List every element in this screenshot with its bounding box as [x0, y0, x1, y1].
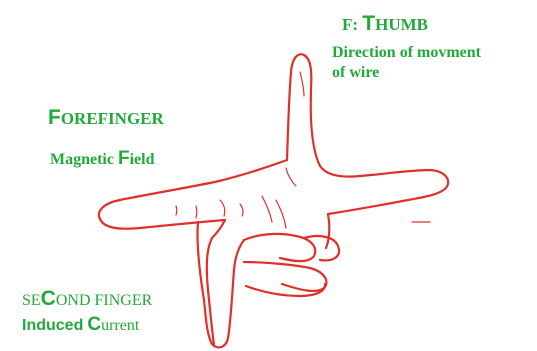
forefinger-desc-pre: Magnetic	[50, 151, 118, 168]
palm-inner-outline	[207, 220, 225, 345]
forefinger-description: Magnetic Field	[50, 149, 154, 168]
second-finger-desc-rest: urrent	[101, 317, 139, 334]
thumb-prefix: F:	[342, 15, 362, 34]
forefinger-title: FOREFINGER	[48, 107, 164, 128]
forefinger-rest: OREFINGER	[61, 109, 164, 128]
second-finger-desc-word: Induced	[22, 317, 83, 334]
thumb-desc-line1: Direction of movment	[332, 44, 481, 61]
palm-edge-outline	[326, 214, 329, 248]
second-finger-desc-initial: C	[87, 314, 101, 335]
little-finger-outline	[244, 262, 326, 291]
thumb-initial: T	[362, 12, 375, 35]
thumb-description: Direction of movment of wire	[332, 43, 537, 83]
second-finger-title: SECOND FINGER	[22, 288, 152, 309]
second-finger-outline	[197, 222, 244, 347]
thumb-desc-line2: of wire	[332, 64, 379, 81]
thumb-rest: HUMB	[375, 15, 428, 34]
second-finger-description: Induced Current	[22, 315, 139, 334]
thumb-title: F: THUMB	[342, 13, 428, 34]
second-finger-rest: OND FINGER	[56, 292, 152, 309]
forefinger-outline	[99, 160, 287, 229]
forefinger-desc-initial: F	[118, 148, 130, 169]
forefinger-initial: F	[48, 106, 61, 129]
second-finger-initial: C	[41, 287, 56, 310]
second-finger-pre: SE	[22, 292, 41, 309]
forefinger-desc-rest: ield	[130, 151, 155, 168]
